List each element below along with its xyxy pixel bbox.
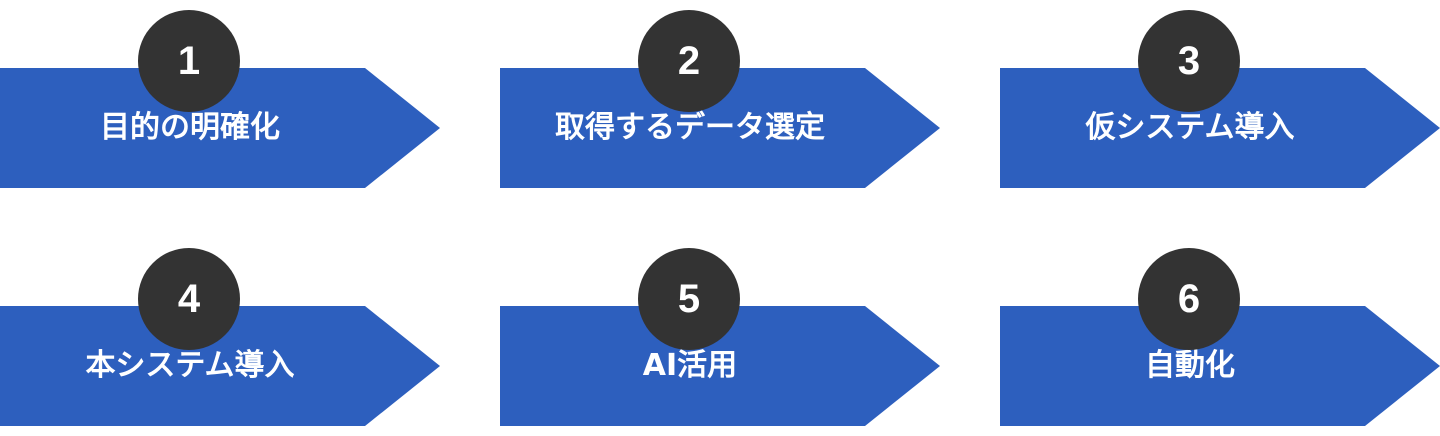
step-label: 自動化 [1145, 348, 1235, 383]
step-1: 目的の明確化 1 [0, 10, 440, 198]
step-4: 本システム導入 4 [0, 248, 440, 436]
step-label: AI活用 [642, 348, 738, 383]
step-label: 仮システム導入 [1085, 110, 1295, 145]
process-steps: 目的の明確化 1 取得するデータ選定 2 仮システム導入 3 本システム導入 4… [0, 10, 1440, 426]
step-number-badge: 5 [638, 248, 740, 350]
step-number-badge: 4 [138, 248, 240, 350]
step-label: 目的の明確化 [100, 110, 280, 145]
step-3: 仮システム導入 3 [1000, 10, 1440, 198]
step-number-badge: 1 [138, 10, 240, 112]
step-6: 自動化 6 [1000, 248, 1440, 436]
step-5: AI活用 5 [500, 248, 940, 436]
step-number-badge: 3 [1138, 10, 1240, 112]
step-number-badge: 2 [638, 10, 740, 112]
step-number-badge: 6 [1138, 248, 1240, 350]
step-2: 取得するデータ選定 2 [500, 10, 940, 198]
step-label: 取得するデータ選定 [555, 110, 825, 145]
step-label: 本システム導入 [85, 348, 295, 383]
